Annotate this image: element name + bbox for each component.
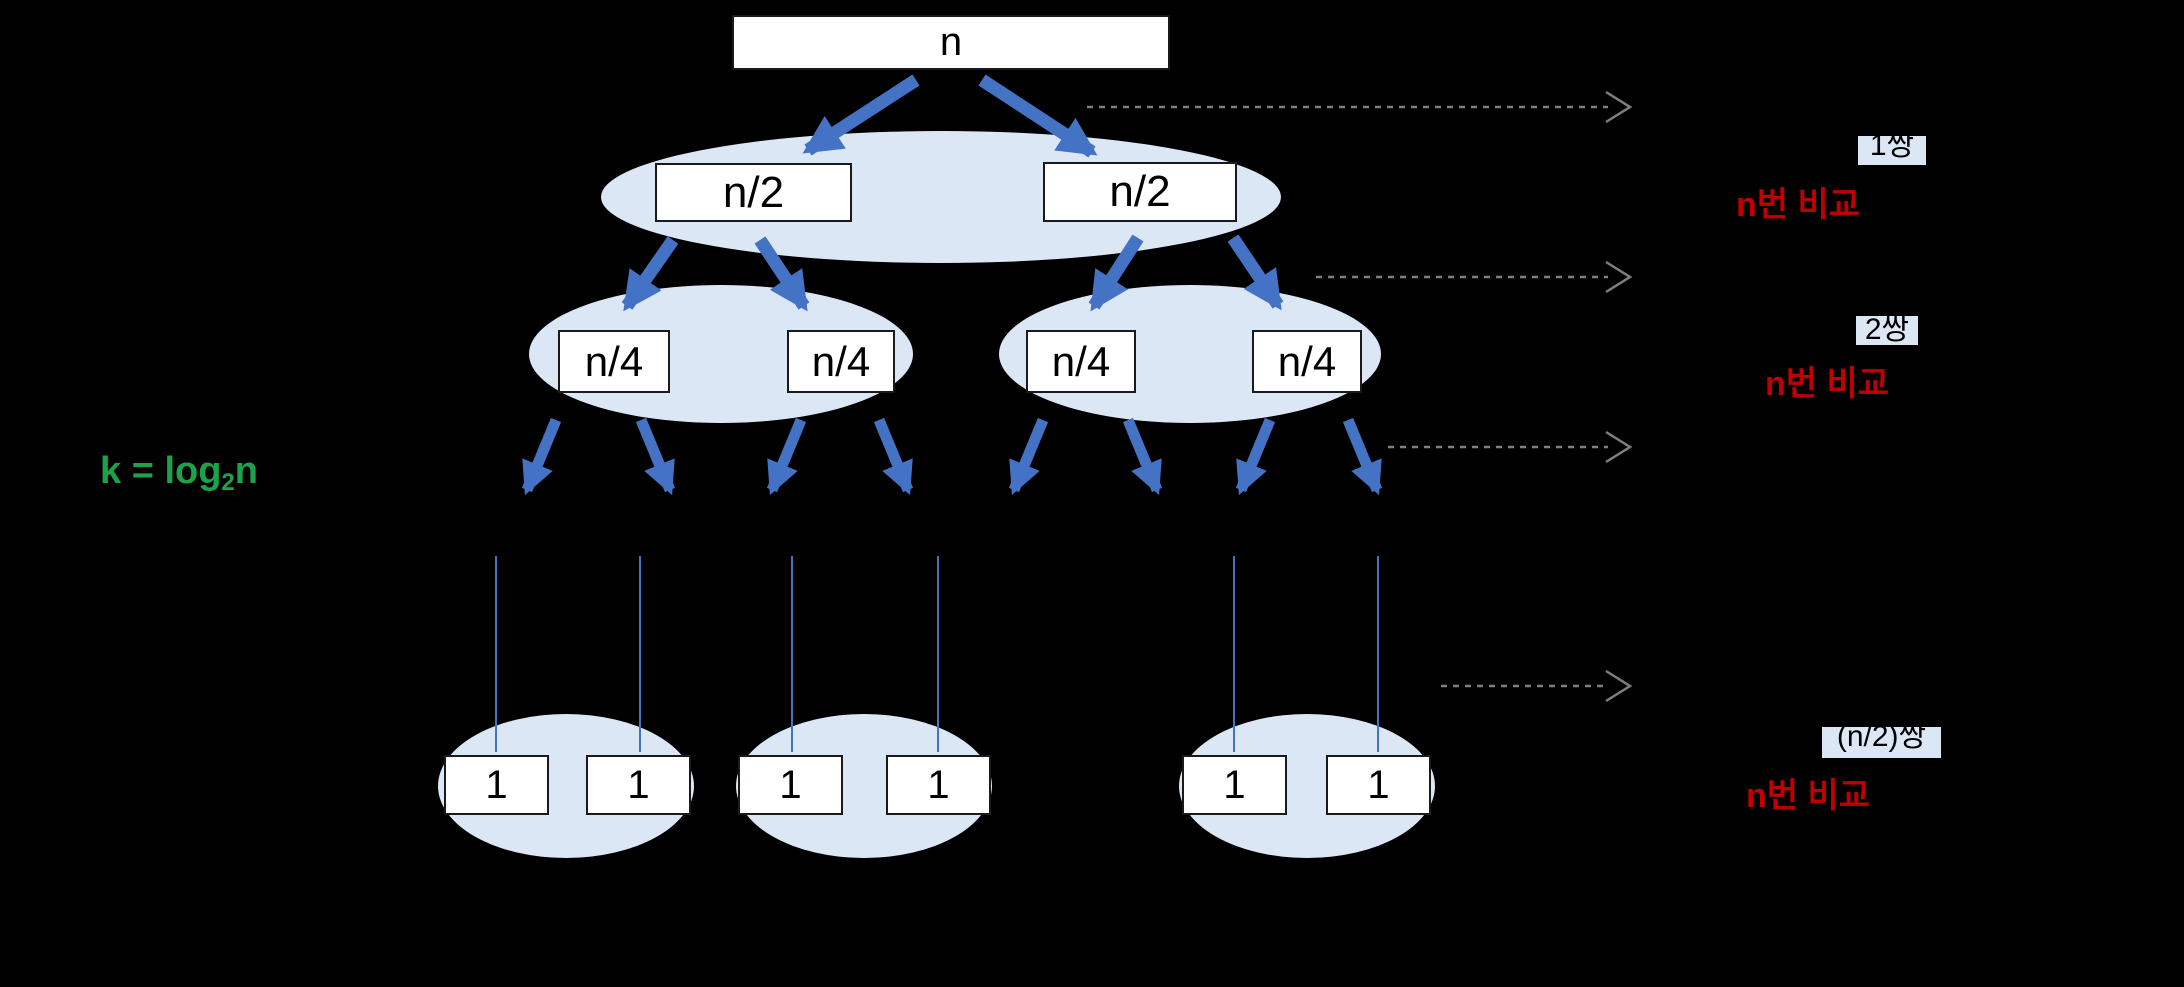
arrow-n4-1-left bbox=[521, 417, 562, 496]
arrow-n4-2-left bbox=[766, 417, 807, 496]
pair-count-text-level-last: (n/2)쌍 bbox=[1836, 727, 1927, 753]
pair-count-text-level1: 1쌍 bbox=[1869, 136, 1915, 162]
pair-count-label-level1: 1쌍 bbox=[1858, 136, 1926, 165]
dashed-arrowhead-level3 bbox=[1605, 430, 1633, 464]
node-n4-3: n/4 bbox=[1026, 330, 1136, 393]
node-leaf-1: 1 bbox=[444, 755, 549, 815]
node-leaf-4: 1 bbox=[886, 755, 991, 815]
arrow-n2r-to-n4-3 bbox=[1088, 234, 1144, 312]
pair-count-text-level2: 2쌍 bbox=[1864, 316, 1910, 345]
node-leaf-2: 1 bbox=[586, 755, 691, 815]
node-leaf-6: 1 bbox=[1326, 755, 1431, 815]
split-arrows-level3 bbox=[521, 417, 1383, 496]
arrow-n-to-n2-right bbox=[978, 74, 1098, 158]
continuation-lines bbox=[495, 556, 1379, 752]
node-root-n: n bbox=[732, 15, 1170, 70]
pair-count-label-level2: 2쌍 bbox=[1856, 316, 1918, 345]
arrow-n4-1-right bbox=[635, 417, 676, 496]
formula-subscript: 2 bbox=[221, 469, 235, 496]
arrow-n2r-to-n4-4 bbox=[1227, 234, 1284, 311]
arrow-n4-3-left bbox=[1008, 417, 1049, 496]
comparison-label-level2: n번 비교 bbox=[1765, 365, 1890, 403]
depth-formula: k = log2n bbox=[100, 450, 258, 496]
arrow-n-to-n2-left bbox=[802, 74, 920, 156]
node-n4-1: n/4 bbox=[558, 330, 670, 393]
arrow-n4-4-left bbox=[1235, 417, 1276, 496]
dashed-arrowhead-level2 bbox=[1605, 260, 1633, 294]
node-n2-right: n/2 bbox=[1043, 162, 1237, 222]
arrow-n2l-to-n4-2 bbox=[754, 236, 810, 312]
node-n4-4: n/4 bbox=[1252, 330, 1362, 393]
comparison-label-level1: n번 비교 bbox=[1736, 186, 1861, 224]
arrow-n4-4-right bbox=[1342, 417, 1383, 496]
node-leaf-3: 1 bbox=[738, 755, 843, 815]
dashed-arrowhead-level-last bbox=[1605, 669, 1633, 703]
dashed-arrowhead-level1 bbox=[1605, 90, 1633, 124]
node-n2-left: n/2 bbox=[655, 163, 852, 222]
group-ellipse-leaf-1 bbox=[438, 714, 694, 858]
formula-lead: k = log bbox=[100, 450, 222, 492]
formula-tail: n bbox=[234, 450, 258, 492]
pair-count-label-level-last: (n/2)쌍 bbox=[1822, 727, 1941, 758]
arrow-n4-3-right bbox=[1122, 417, 1163, 496]
level-marker-arrows bbox=[1087, 90, 1633, 703]
arrow-n2l-to-n4-1 bbox=[621, 236, 679, 312]
group-ellipse-leaf-3 bbox=[1179, 714, 1435, 858]
comparison-label-level-last: n번 비교 bbox=[1746, 777, 1871, 815]
split-arrows-level1 bbox=[802, 74, 1098, 158]
group-ellipse-leaf-2 bbox=[736, 714, 992, 858]
node-leaf-5: 1 bbox=[1182, 755, 1287, 815]
arrow-n4-2-right bbox=[873, 417, 914, 496]
node-n4-2: n/4 bbox=[787, 330, 895, 393]
split-arrows-level2 bbox=[621, 234, 1284, 312]
